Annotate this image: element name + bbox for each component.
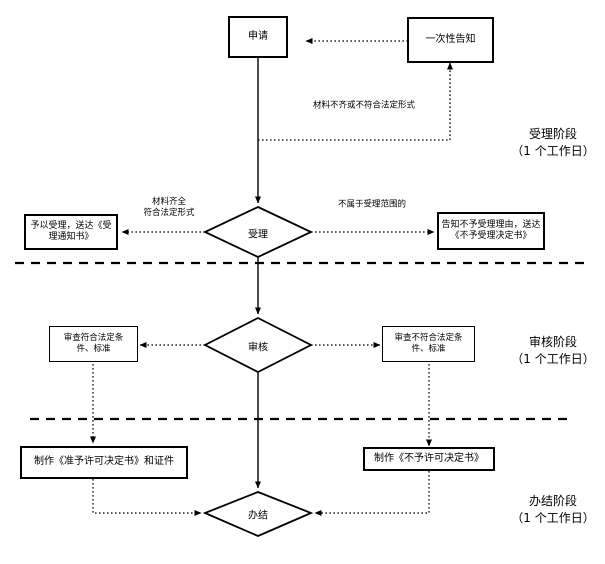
node-finish-label: 办结 (248, 510, 268, 522)
node-review-pass[interactable]: 审查符合法定条 件、标准 (49, 326, 138, 362)
connector-apply-to-one-time-notice (258, 62, 453, 141)
edge-label-materials-incomplete: 材料不齐或不符合法定形式 (312, 100, 416, 111)
stage-review-name: 审核阶段 (528, 335, 578, 349)
node-accept-yes-label: 予以受理，送达《受理通知书》 (30, 220, 112, 242)
finish-decision-diamond (202, 491, 314, 537)
node-one-time-notice[interactable]: 一次性告知 (407, 17, 494, 63)
node-accept-no[interactable]: 告知不予受理理由，送达《不予受理决定书》 (437, 212, 545, 250)
node-make-permit-label: 制作《准予许可决定书》和证件 (34, 456, 174, 468)
stage-acceptance-name: 受理阶段 (528, 127, 578, 141)
connector-make-permit-to-finish (92, 479, 202, 516)
node-make-refusal-label: 制作《不予许可决定书》 (374, 452, 484, 464)
edge-label-out-of-scope: 不属于受理范围的 (337, 199, 407, 210)
node-review-label: 审核 (248, 342, 268, 354)
stage-label-acceptance: 受理阶段 （1 个工作日） (511, 126, 594, 161)
stage-label-finish: 办结阶段 （1 个工作日） (511, 493, 594, 528)
node-accept-no-label: 告知不予受理理由，送达《不予受理决定书》 (441, 219, 541, 241)
stage-acceptance-duration: （1 个工作日） (511, 144, 595, 159)
node-apply[interactable]: 申请 (228, 16, 288, 58)
node-review-fail-label: 审查不符合法定条 件、标准 (394, 333, 463, 354)
stage-finish-duration: （1 个工作日） (511, 511, 595, 526)
connector-make-refusal-to-finish (314, 471, 430, 516)
node-accept-yes[interactable]: 予以受理，送达《受理通知书》 (24, 214, 118, 250)
edge-label-materials-complete: 材料齐全 符合法定形式 (143, 196, 195, 218)
node-apply-label: 申请 (248, 30, 268, 42)
node-one-time-notice-label: 一次性告知 (425, 33, 476, 45)
stage-review-duration: （1 个工作日） (511, 352, 595, 367)
stage-label-review: 审核阶段 （1 个工作日） (511, 334, 594, 369)
node-review-pass-label: 审查符合法定条 件、标准 (63, 333, 124, 354)
stage-finish-name: 办结阶段 (528, 494, 578, 508)
node-review-fail[interactable]: 审查不符合法定条 件、标准 (382, 326, 475, 362)
node-accept-label: 受理 (248, 229, 268, 241)
node-make-permit[interactable]: 制作《准予许可决定书》和证件 (20, 446, 188, 479)
node-make-refusal[interactable]: 制作《不予许可决定书》 (363, 447, 495, 471)
